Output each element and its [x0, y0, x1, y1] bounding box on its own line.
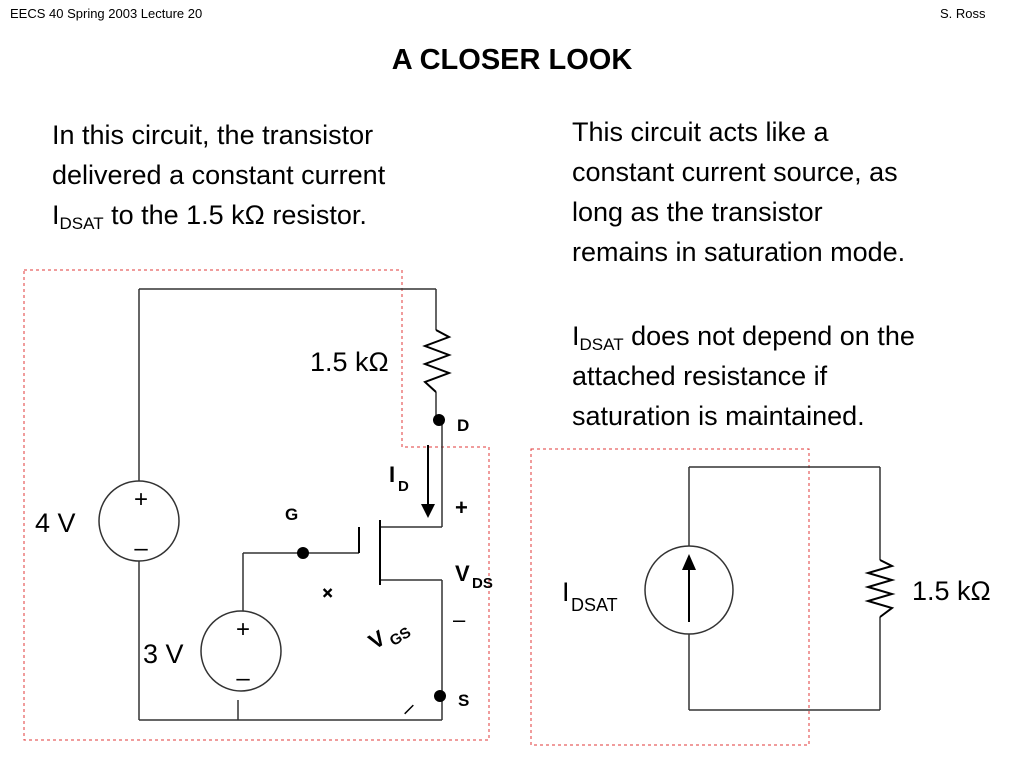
right-paragraph-1: This circuit acts like a constant curren… [572, 112, 905, 272]
idsat-subscript: DSAT [571, 595, 618, 615]
page-title: A CLOSER LOOK [391, 44, 633, 76]
idsat-symbol: I [572, 321, 580, 351]
drain-node-icon [433, 414, 445, 426]
id-symbol: I [389, 462, 395, 487]
resistor-label: 1.5 kΩ [912, 576, 991, 606]
vds-symbol: V [455, 561, 470, 586]
right-text-line: This circuit acts like a [572, 117, 829, 147]
header-author: S. Ross [940, 6, 986, 21]
right-text-line: attached resistance if [572, 361, 828, 391]
left-text-rest: to the 1.5 kΩ resistor. [103, 200, 367, 230]
gate-label: G [285, 505, 298, 524]
circuit1-wires [138, 288, 443, 721]
idsat-subscript: DSAT [59, 214, 104, 233]
right-text-line: saturation is maintained. [572, 401, 865, 431]
resistor-label: 1.5 kΩ [310, 347, 389, 377]
vgs-symbol: V [364, 625, 390, 654]
vgs-plus-sign: + [314, 579, 341, 606]
right-text-line: constant current source, as [572, 157, 898, 187]
header-course-label: EECS 40 Spring 2003 Lecture 20 [10, 6, 203, 21]
gate-node-icon [297, 547, 309, 559]
right-text-line: remains in saturation mode. [572, 237, 906, 267]
left-text-line: In this circuit, the transistor [52, 120, 374, 150]
voltage-3v-label: 3 V [143, 639, 184, 669]
minus-sign: – [236, 665, 250, 692]
minus-sign: – [134, 535, 148, 562]
dashed-boxes [23, 269, 810, 746]
right-text-line: long as the transistor [572, 197, 823, 227]
voltage-source-4v-icon [98, 480, 180, 562]
plus-sign: + [236, 616, 250, 643]
idsat-subscript: DSAT [579, 335, 624, 354]
id-subscript: D [398, 478, 409, 495]
voltage-source-3v-icon [200, 610, 282, 692]
resistor-icon [422, 329, 452, 393]
source-node-icon [434, 690, 446, 702]
current-arrow-icon [421, 504, 435, 518]
vds-subscript: DS [472, 575, 493, 592]
left-paragraph: In this circuit, the transistor delivere… [52, 115, 385, 235]
vds-plus-sign: + [455, 495, 468, 520]
right-paragraph-2: IDSAT does not depend on the attached re… [572, 316, 915, 436]
left-text-line: delivered a constant current [52, 160, 386, 190]
resistor-icon [864, 559, 896, 618]
idsat-symbol: I [52, 200, 60, 230]
vgs-minus-sign: – [394, 694, 421, 721]
vds-minus-sign: – [453, 607, 466, 632]
idsat-symbol: I [562, 577, 570, 607]
current-source-arrow-icon [682, 554, 696, 570]
current-source-region-box [530, 448, 810, 746]
vgs-label: V GS [364, 624, 414, 654]
right-text-line: IDSAT does not depend on the [572, 316, 915, 356]
transistor-region-box [23, 269, 490, 741]
right-text-rest: does not depend on the [623, 321, 915, 351]
drain-label: D [457, 416, 469, 435]
voltage-4v-label: 4 V [35, 508, 76, 538]
plus-sign: + [134, 486, 148, 513]
source-label: S [458, 691, 469, 710]
vgs-subscript: GS [387, 624, 414, 650]
left-text-line: IDSAT to the 1.5 kΩ resistor. [52, 195, 385, 235]
circuit2-wires [688, 466, 881, 711]
